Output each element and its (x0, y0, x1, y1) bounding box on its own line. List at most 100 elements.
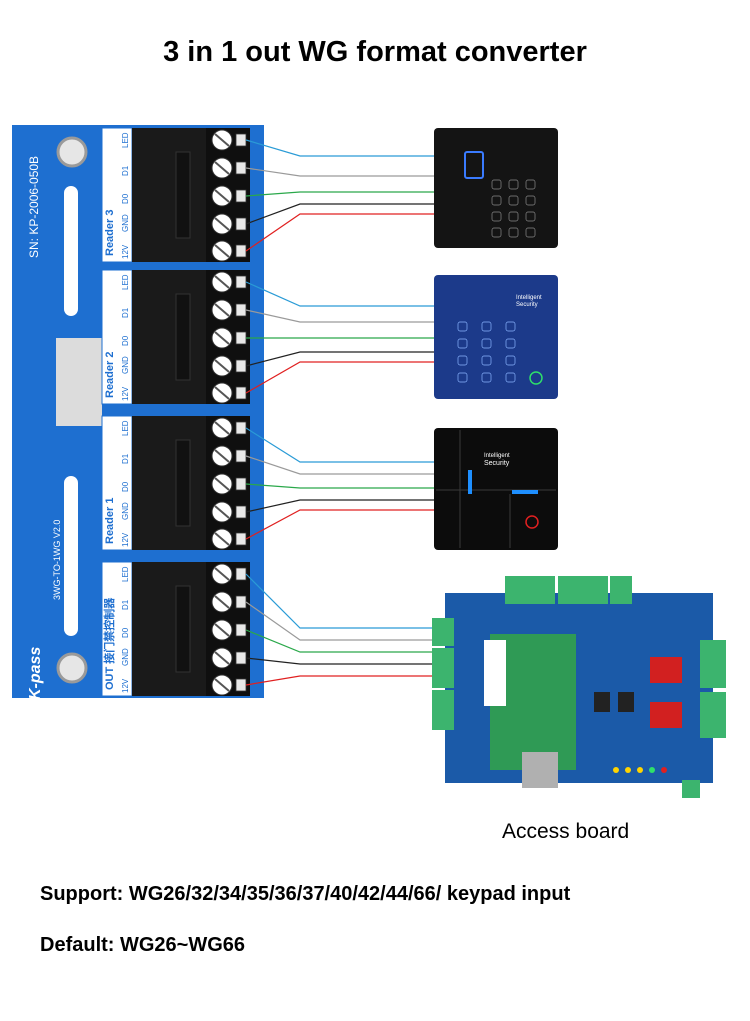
device3-text2: Security (484, 460, 510, 467)
terminal-label-led: LED (121, 274, 130, 290)
wire-clamp (235, 567, 247, 581)
connector-latch (175, 151, 191, 239)
screw-slot (214, 477, 230, 491)
connector-latch (175, 293, 191, 381)
board-slot-2 (64, 476, 78, 636)
keypad-key (505, 338, 516, 349)
board-label-strip (56, 338, 102, 426)
keypad-key (525, 211, 536, 222)
wire-clamp (235, 623, 247, 637)
terminal-label-d0: D0 (121, 481, 130, 492)
mount-hole-top (56, 136, 88, 168)
keypad-key (457, 338, 468, 349)
screw-slot (214, 595, 230, 609)
wire-clamp (235, 244, 247, 258)
keypad-key (505, 321, 516, 332)
wire-clamp (235, 133, 247, 147)
wire-clamp (235, 421, 247, 435)
terminal-label-gnd: GND (121, 502, 130, 520)
reader-card-black: Intelligent Security (434, 428, 558, 550)
screw-slot (214, 217, 230, 231)
wire-0-4 (245, 213, 434, 252)
terminal-label-12v: 12V (121, 532, 130, 547)
wire-clamp (235, 678, 247, 692)
device3-text1: Intelligent (484, 453, 510, 459)
keypad-key (457, 372, 468, 383)
mount-hole-bottom (56, 652, 88, 684)
device2-text2: Security (516, 302, 538, 308)
keypad-key (508, 211, 519, 222)
wire-2-2 (245, 483, 434, 489)
screw-slot (214, 678, 230, 692)
keypad-key (508, 179, 519, 190)
support-text: Support: WG26/32/34/35/36/37/40/42/44/66… (40, 883, 571, 905)
keypad-key (481, 321, 492, 332)
wire-clamp (235, 595, 247, 609)
screw-slot (214, 386, 230, 400)
terminal-label-led: LED (121, 566, 130, 582)
device2-text1: Intelligent (516, 295, 542, 301)
screw-slot (214, 244, 230, 258)
terminal-label-gnd: GND (121, 356, 130, 374)
wire-clamp (235, 275, 247, 289)
wire-clamp (235, 331, 247, 345)
terminal-label-d1: D1 (121, 165, 130, 176)
wire-1-1 (245, 309, 434, 323)
terminal-label-d1: D1 (121, 599, 130, 610)
wire-clamp (235, 161, 247, 175)
terminal-label-gnd: GND (121, 648, 130, 666)
screw-slot (214, 505, 230, 519)
screw-slot (214, 331, 230, 345)
block-name: Reader 3 (104, 210, 116, 256)
wire-3-2 (245, 629, 452, 653)
access-board (432, 576, 726, 798)
terminal-label-12v: 12V (121, 244, 130, 259)
wire-3-3 (245, 657, 452, 665)
wire-clamp (235, 359, 247, 373)
connector-body (132, 128, 210, 262)
wire-1-3 (245, 351, 434, 367)
terminal-label-led: LED (121, 420, 130, 436)
board-slot-1 (64, 186, 78, 316)
wire-2-3 (245, 499, 434, 513)
keypad-key (481, 355, 492, 366)
wire-0-2 (245, 191, 434, 197)
terminal-label-d0: D0 (121, 335, 130, 346)
wire-0-3 (245, 203, 434, 225)
wire-clamp (235, 477, 247, 491)
rfid-icon (525, 515, 539, 529)
keypad-key (525, 227, 536, 238)
screw-slot (214, 449, 230, 463)
screw-slot (214, 623, 230, 637)
wire-clamp (235, 386, 247, 400)
screw-slot (214, 359, 230, 373)
connector-body (132, 270, 210, 404)
wire-2-0 (245, 427, 434, 463)
screw-slot (214, 189, 230, 203)
access-board-label: Access board (502, 820, 630, 843)
wires (245, 139, 452, 686)
board-designer: Design By K-PASS (64, 520, 74, 600)
terminal-label-d0: D0 (121, 627, 130, 638)
wire-clamp (235, 651, 247, 665)
connector-body (132, 416, 210, 550)
wire-clamp (235, 449, 247, 463)
keypad-key (505, 355, 516, 366)
block-label-panel (101, 415, 133, 551)
keypad-key (491, 179, 502, 190)
keypad-key (457, 321, 468, 332)
screw-slot (214, 303, 230, 317)
connector-latch (175, 585, 191, 673)
block-name: Reader 1 (104, 498, 116, 544)
reader-keypad-blue: Intelligent Security (434, 275, 558, 399)
terminal-label-d1: D1 (121, 307, 130, 318)
terminal-label-d1: D1 (121, 453, 130, 464)
screw-slot (214, 133, 230, 147)
wire-clamp (235, 217, 247, 231)
screw-slot (214, 532, 230, 546)
board-serial: SN: KP-2006-050B (27, 156, 41, 258)
